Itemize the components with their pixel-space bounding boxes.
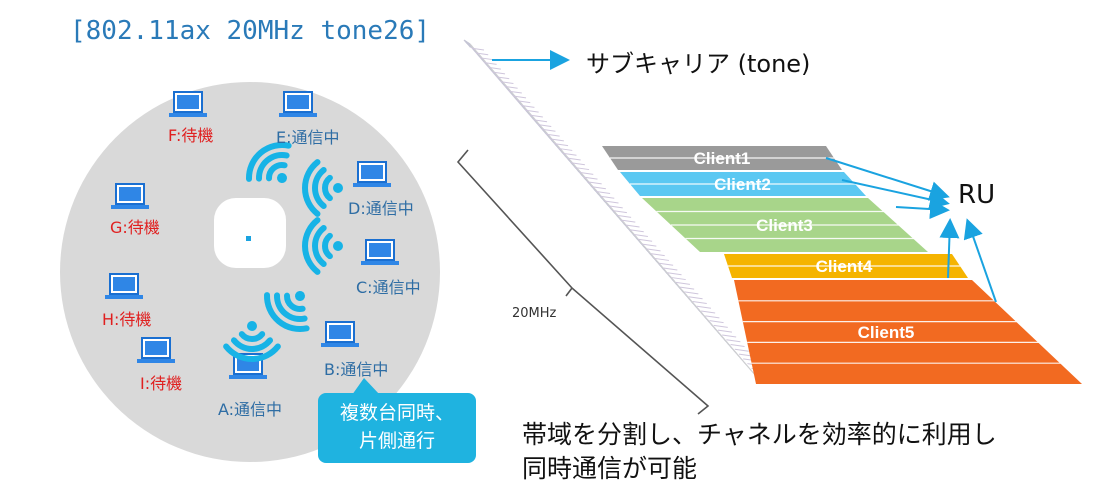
- band-client4: Client4: [724, 254, 968, 278]
- laptop-icon-d: [353, 161, 391, 187]
- caption-line-2: 同時通信が可能: [522, 454, 698, 483]
- caption: 帯域を分割し、チャネルを効率的に利用し 同時通信が可能: [522, 418, 1082, 486]
- laptop-icon-e: [279, 91, 317, 117]
- station-label-a: A:通信中: [218, 400, 283, 419]
- client-label-5: Client5: [858, 323, 915, 342]
- station-label-e: E:通信中: [276, 128, 340, 147]
- wifi-icon-1: [246, 142, 292, 183]
- callout-line-1: 複数台同時、: [339, 402, 454, 424]
- callout-line-2: 片側通行: [358, 430, 435, 452]
- station-label-i: I:待機: [140, 374, 183, 393]
- client-label-2: Client2: [714, 175, 771, 194]
- band-client3: Client3: [642, 198, 928, 252]
- wifi-icon-5: [223, 321, 281, 362]
- caption-line-1: 帯域を分割し、チャネルを効率的に利用し: [522, 420, 997, 449]
- laptop-icon-b: [321, 321, 359, 347]
- wifi-signal-icons: [223, 142, 343, 362]
- band-client5: Client5: [734, 280, 1082, 384]
- client-label-1: Client1: [694, 149, 751, 168]
- laptop-icon-g: [111, 183, 149, 209]
- ru-label: RU: [958, 180, 996, 210]
- station-label-h: H:待機: [102, 310, 152, 329]
- callout-pointer: [352, 378, 380, 395]
- simultaneous-callout: 複数台同時、 片側通行: [318, 393, 476, 463]
- laptop-icons: [105, 91, 399, 379]
- client-label-4: Client4: [816, 257, 873, 276]
- wifi-icon-2: [302, 159, 343, 217]
- band-client1: Client1: [602, 146, 842, 170]
- laptop-icon-c: [361, 239, 399, 265]
- bandwidth-bracket: [456, 149, 710, 415]
- laptop-icon-f: [169, 91, 207, 117]
- wifi-icon-3: [302, 217, 343, 275]
- station-label-g: G:待機: [110, 218, 160, 237]
- client-label-3: Client3: [756, 216, 813, 235]
- coverage-area: [60, 82, 440, 462]
- wifi-icon-4: [264, 291, 310, 332]
- band-client2: Client2: [620, 172, 866, 196]
- page-title: [802.11ax 20MHz tone26]: [70, 16, 431, 46]
- station-label-d: D:通信中: [348, 199, 414, 218]
- subcarrier-lines: [463, 39, 775, 381]
- access-point-icon: [214, 198, 286, 268]
- subcarrier-label: サブキャリア (tone): [586, 50, 811, 78]
- station-label-f: F:待機: [168, 126, 214, 145]
- bandwidth-label: 20MHz: [512, 306, 557, 321]
- station-label-b: B:通信中: [324, 360, 389, 379]
- laptop-icon-i: [137, 337, 175, 363]
- station-label-c: C:通信中: [356, 278, 421, 297]
- laptop-icon-h: [105, 273, 143, 299]
- ru-arrows: [825, 157, 997, 303]
